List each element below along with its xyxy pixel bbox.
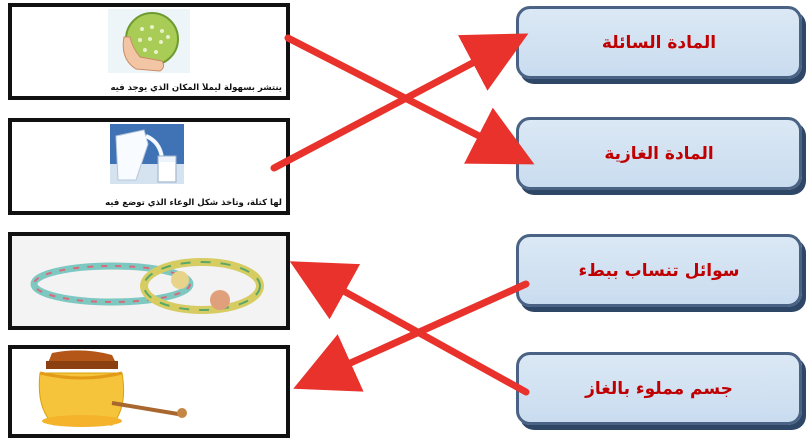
label-gas[interactable]: المادة الغازية: [516, 117, 802, 190]
card-honey[interactable]: [8, 345, 290, 438]
caption-milk: لها كتلة، وتأخذ شكل الوعاء الذي توضع فيه: [105, 198, 282, 208]
label-liquid[interactable]: المادة السائلة: [516, 6, 802, 79]
card-rings[interactable]: [8, 232, 290, 330]
rings-image: [12, 236, 286, 326]
honey-jar-image: [12, 349, 286, 434]
arrow-milk-to-liquid: [270, 33, 529, 172]
hand-holding-ball-image: [108, 9, 190, 73]
card-milk[interactable]: لها كتلة، وتأخذ شكل الوعاء الذي توضع فيه: [8, 118, 290, 215]
arrow-gasfilled-to-rings: [289, 261, 530, 396]
label-slow-liquids[interactable]: سوائل تنساب ببطء: [516, 234, 802, 307]
caption-ball: ينتشر بسهولة ليملأ المكان الذي يوجد فيه: [110, 83, 282, 93]
label-gas-filled[interactable]: جسم مملوء بالغاز: [516, 352, 802, 425]
card-ball[interactable]: ينتشر بسهولة ليملأ المكان الذي يوجد فيه: [8, 3, 290, 100]
milk-jug-glass-image: [110, 124, 184, 184]
